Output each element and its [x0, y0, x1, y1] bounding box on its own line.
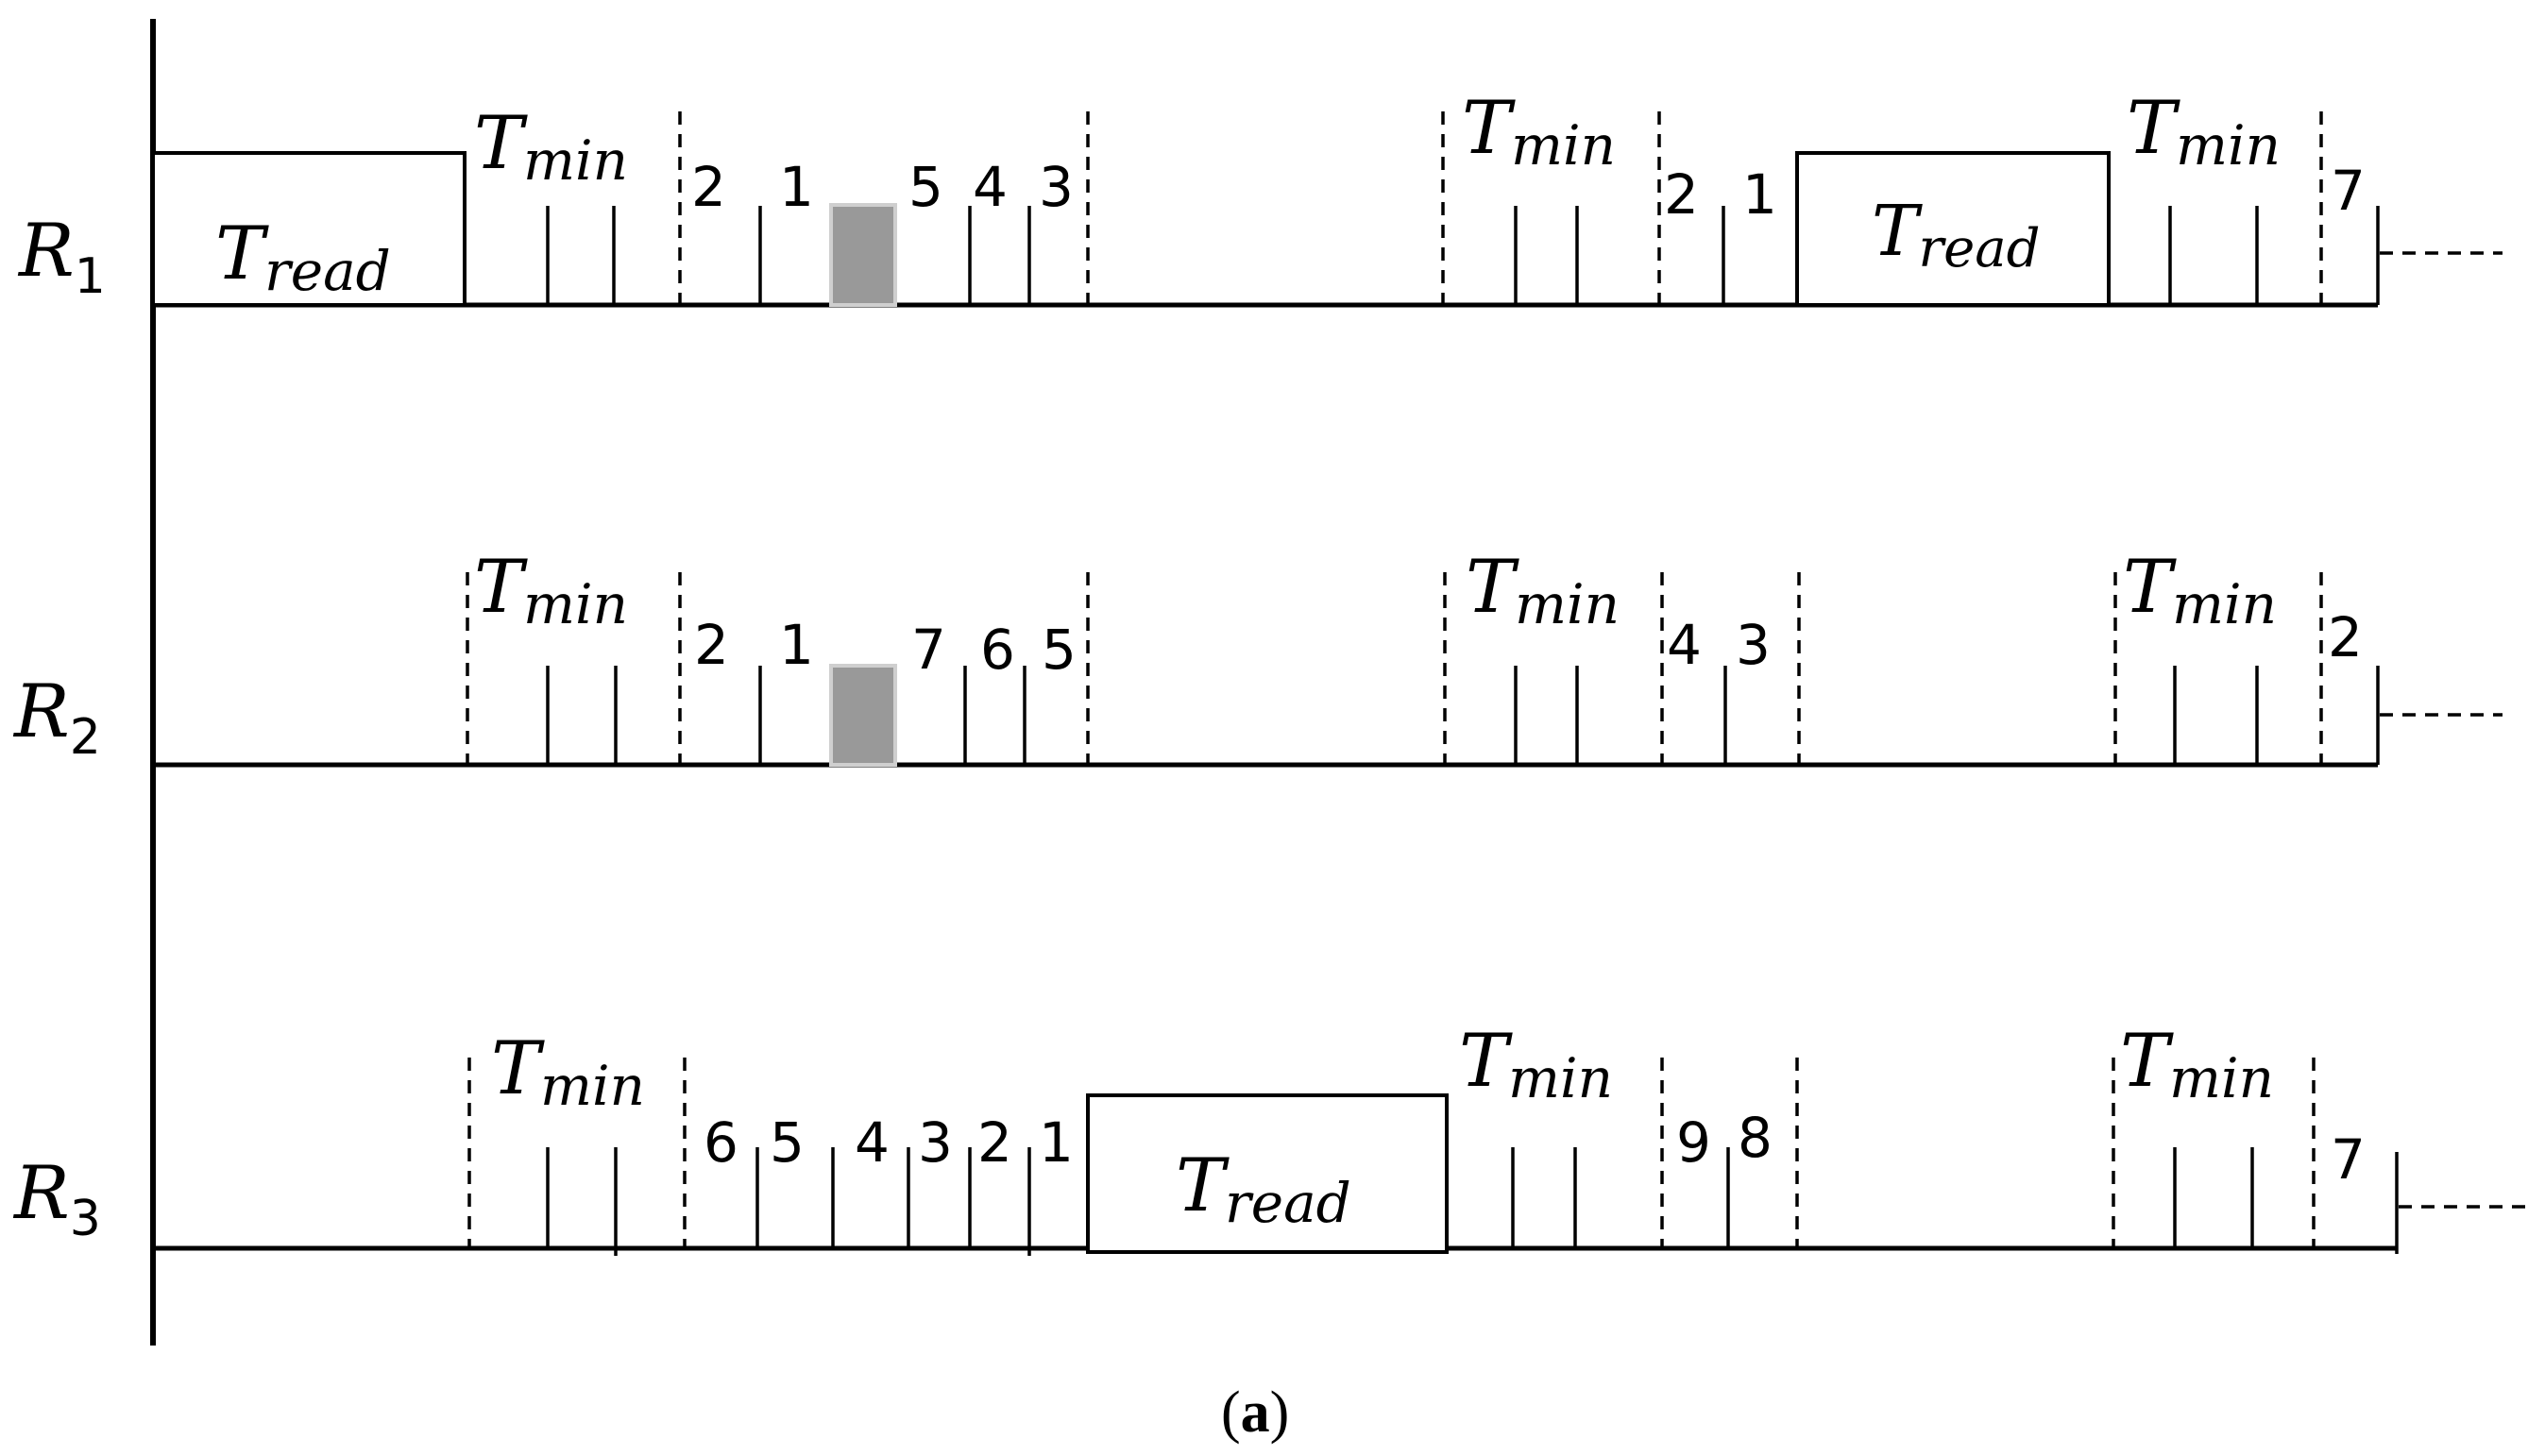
r2-tmin-label-1: Tmin — [474, 545, 628, 636]
r1-slot-numbers: 2 1 5 4 3 2 1 7 — [691, 155, 2366, 227]
r1-collision-slot — [829, 203, 897, 307]
r3-row-label: R3 — [12, 1151, 101, 1247]
r2-row-label: R2 — [12, 669, 101, 766]
r3-ticks — [546, 1147, 2399, 1256]
r1-ticks — [546, 206, 2380, 305]
svg-text:2: 2 — [1664, 162, 1699, 227]
r2-dashed-markers — [466, 572, 2323, 765]
r2-tmin-label-3: Tmin — [2123, 545, 2277, 636]
svg-text:1: 1 — [779, 613, 814, 677]
row-r1: R1 Tread Tread Tmin Tmin Tmin 2 1 5 4 3 … — [17, 86, 2503, 308]
r3-tmin-label-3: Tmin — [2120, 1019, 2274, 1110]
svg-text:7: 7 — [911, 618, 946, 682]
svg-text:5: 5 — [908, 155, 943, 219]
r3-tread-label: Tread — [1176, 1143, 1351, 1235]
r1-tread-label-1: Tread — [215, 212, 391, 303]
svg-text:2: 2 — [691, 155, 726, 219]
svg-text:5: 5 — [1042, 618, 1077, 682]
r2-collision-slot — [829, 664, 897, 767]
svg-text:8: 8 — [1738, 1106, 1773, 1170]
svg-text:7: 7 — [2331, 1127, 2366, 1192]
r1-dashed-markers — [678, 111, 2323, 305]
r1-tread-label-2: Tread — [1872, 191, 2041, 279]
svg-text:4: 4 — [855, 1110, 890, 1175]
r3-tmin-label-2: Tmin — [1459, 1019, 1613, 1110]
r2-slot-numbers: 2 1 7 6 5 4 3 2 — [694, 605, 2363, 682]
r1-tread-box-1 — [151, 151, 467, 307]
r3-slot-numbers: 6 5 4 3 2 1 9 8 7 — [704, 1106, 2366, 1192]
r3-dashed-markers — [467, 1058, 2316, 1248]
r2-tmin-label-2: Tmin — [1466, 545, 1620, 636]
svg-text:3: 3 — [1736, 613, 1771, 677]
svg-text:3: 3 — [918, 1110, 953, 1175]
r1-tmin-label-3: Tmin — [2127, 86, 2281, 178]
r1-tmin-label-1: Tmin — [474, 101, 628, 193]
row-r3: R3 Tread Tmin Tmin Tmin 6 5 4 3 2 1 9 8 … — [12, 1019, 2531, 1256]
r3-tmin-label-1: Tmin — [491, 1026, 645, 1118]
r1-tmin-label-2: Tmin — [1462, 86, 1616, 178]
svg-text:9: 9 — [1676, 1110, 1711, 1175]
r3-tread-box — [1086, 1093, 1449, 1254]
svg-text:3: 3 — [1039, 155, 1074, 219]
r1-tread-box-2 — [1795, 151, 2111, 307]
svg-text:6: 6 — [980, 618, 1015, 682]
svg-text:1: 1 — [1742, 162, 1777, 227]
svg-text:1: 1 — [1039, 1110, 1074, 1175]
svg-text:6: 6 — [704, 1110, 738, 1175]
row-r2: R2 Tmin Tmin Tmin 2 1 7 6 5 4 3 2 — [12, 545, 2503, 768]
svg-text:2: 2 — [977, 1110, 1012, 1175]
r1-row-label: R1 — [17, 209, 106, 305]
svg-text:2: 2 — [694, 613, 729, 677]
svg-text:4: 4 — [1667, 613, 1702, 677]
svg-text:2: 2 — [2328, 605, 2363, 669]
r2-ticks — [546, 666, 2380, 765]
svg-text:4: 4 — [973, 155, 1008, 219]
svg-text:5: 5 — [770, 1110, 805, 1175]
svg-text:1: 1 — [779, 155, 814, 219]
figure-caption: (a) — [1221, 1380, 1289, 1445]
svg-text:7: 7 — [2331, 159, 2366, 223]
